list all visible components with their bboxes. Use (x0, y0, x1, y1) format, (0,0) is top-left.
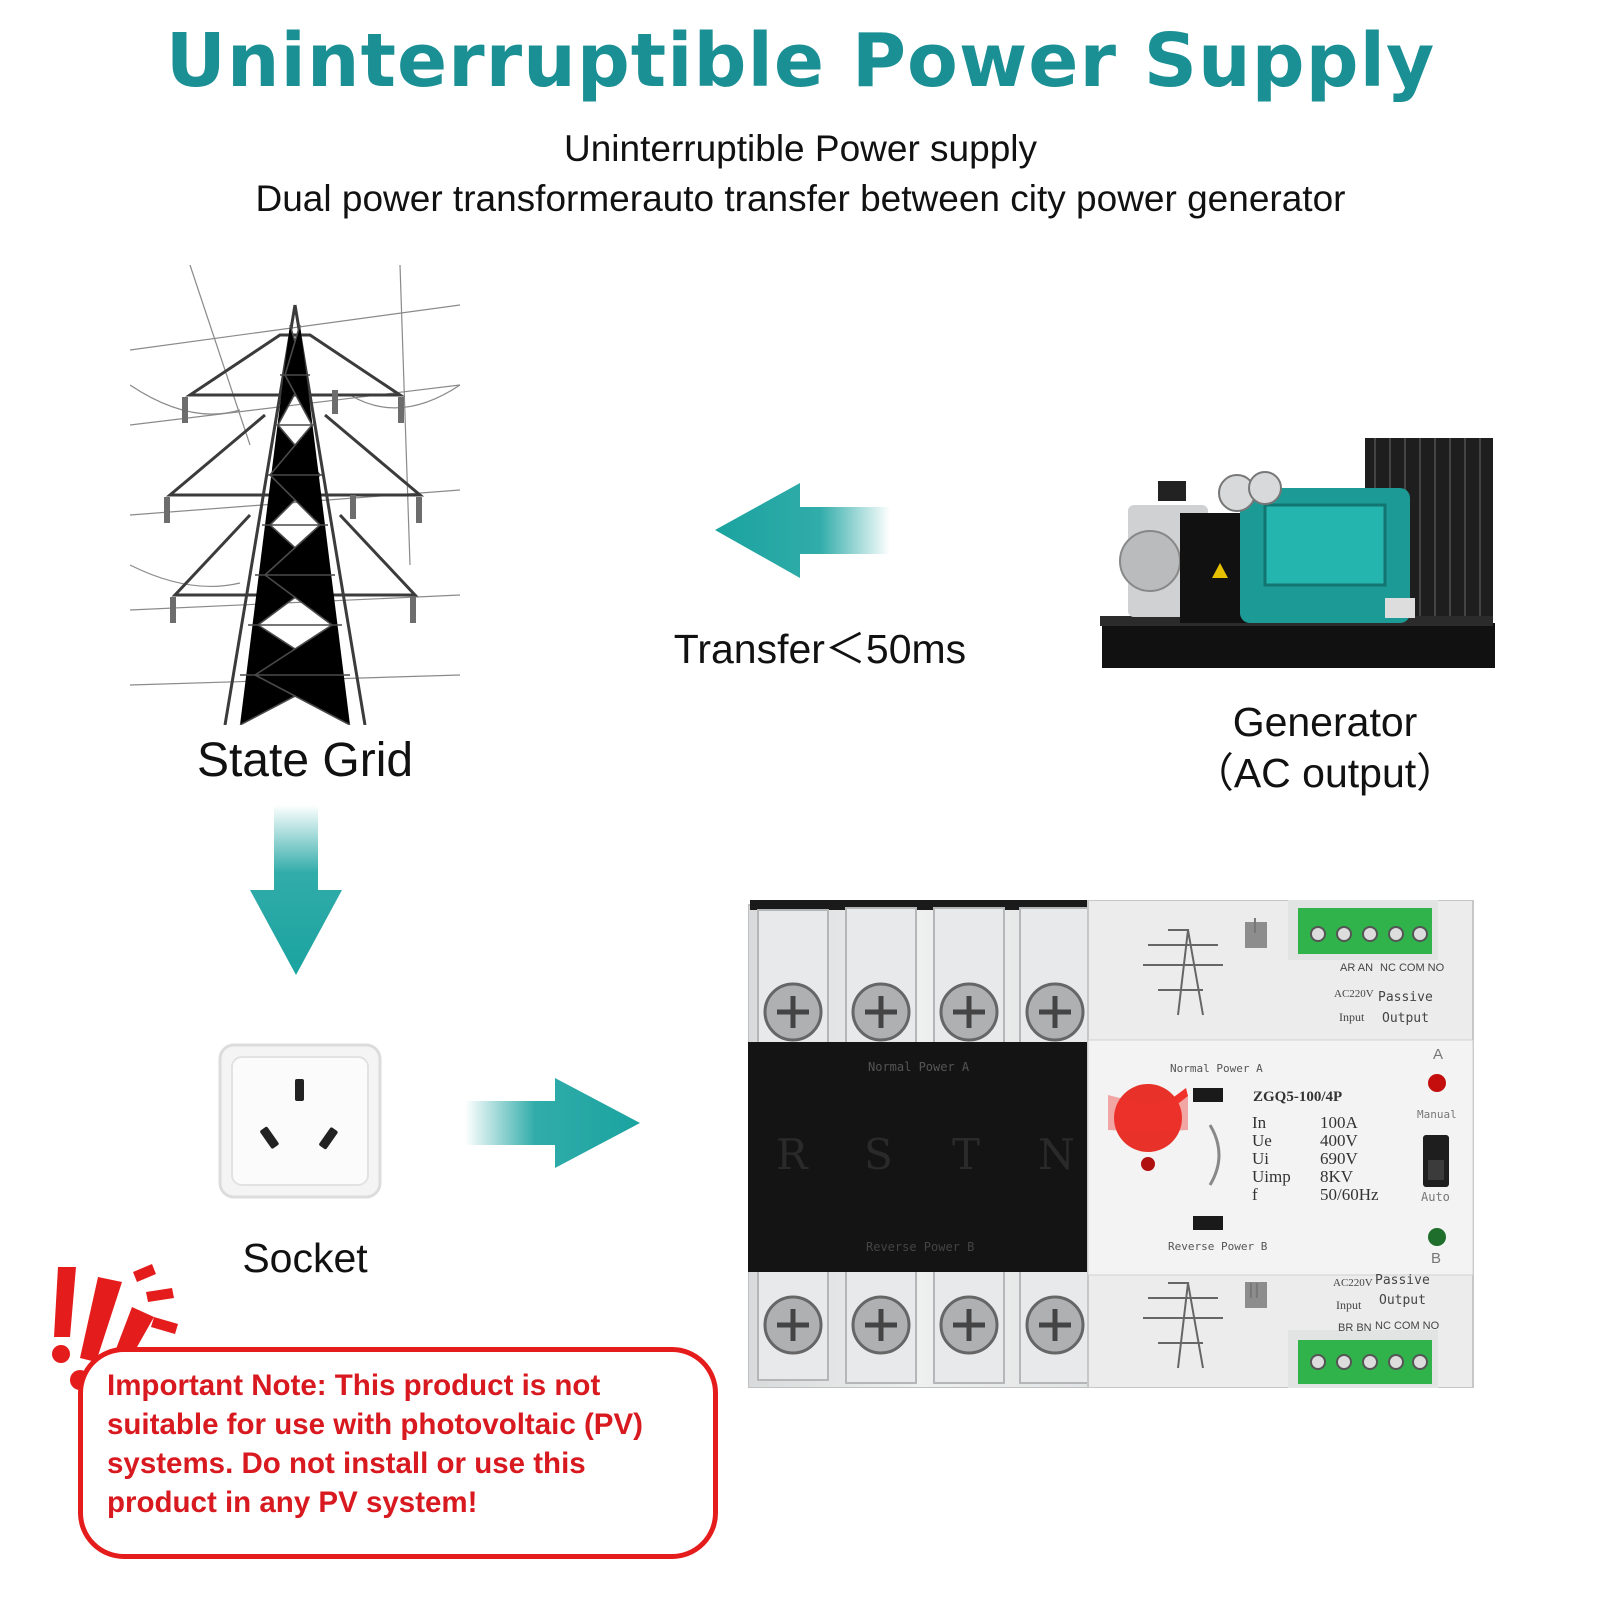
state-grid-label: State Grid (196, 734, 414, 787)
output-top: Output (1382, 1011, 1429, 1026)
socket-label: Socket (242, 1235, 368, 1281)
input-top: Input (1339, 1010, 1365, 1024)
passive-top: Passive (1378, 990, 1433, 1005)
bottom-pins-a: BR BN (1338, 1322, 1372, 1334)
ac-input-bottom: AC220V (1333, 1277, 1373, 1289)
top-pins-b: NC COM NO (1380, 962, 1445, 974)
spec-value-ui: 690V (1320, 1149, 1358, 1168)
normal-power-label: Normal Power A (1170, 1062, 1263, 1075)
arrow-left-icon (715, 483, 890, 578)
transfer-time-label: Transfer＜50ms (673, 626, 967, 672)
page-title: Uninterruptible Power Supply (165, 18, 1436, 104)
led-b-label: B (1431, 1250, 1442, 1267)
input-bottom: Input (1336, 1298, 1362, 1312)
spec-name-ui: Ui (1252, 1149, 1269, 1168)
output-bottom: Output (1379, 1293, 1426, 1308)
subtitle-line-1: Uninterruptible Power supply (563, 128, 1037, 169)
spec-name-ue: Ue (1252, 1131, 1272, 1150)
led-a-label: A (1433, 1046, 1444, 1063)
passive-bottom: Passive (1375, 1273, 1430, 1288)
bottom-pins-b: NC COM NO (1375, 1320, 1440, 1332)
top-pins-a: AR AN (1340, 962, 1374, 974)
model-number: ZGQ5-100/4P (1253, 1089, 1343, 1105)
arrow-down-icon (250, 805, 342, 975)
reverse-power-dark: Reverse Power B (866, 1240, 975, 1254)
normal-power-dark: Normal Power A (868, 1060, 970, 1074)
roman-two: II (1248, 1279, 1260, 1303)
phase-n: N (1038, 1130, 1075, 1179)
subtitle-line-2: Dual power transformerauto transfer betw… (255, 178, 1346, 219)
power-tower-icon (130, 265, 460, 725)
spec-name-in: In (1252, 1113, 1267, 1132)
spec-value-f: 50/60Hz (1320, 1185, 1379, 1204)
reverse-power-label: Reverse Power B (1168, 1240, 1268, 1253)
phase-r: R (776, 1130, 808, 1179)
spec-value-uimp: 8KV (1320, 1167, 1354, 1186)
transfer-switch-device (748, 900, 1474, 1388)
spec-value-in: 100A (1320, 1113, 1358, 1132)
arrow-right-icon (465, 1078, 640, 1168)
spec-name-uimp: Uimp (1252, 1167, 1291, 1186)
manual-label: Manual (1417, 1108, 1457, 1121)
ac-input-top: AC220V (1334, 988, 1374, 1000)
phase-s: S (864, 1130, 893, 1179)
generator-output-label: （AC output） (1192, 750, 1458, 796)
phase-t: T (952, 1130, 981, 1179)
important-note-box: Important Note: This product is not suit… (78, 1347, 718, 1559)
auto-label: Auto (1421, 1190, 1450, 1204)
spec-value-ue: 400V (1320, 1131, 1358, 1150)
socket-icon (218, 1043, 382, 1199)
generator-label: Generator (1232, 699, 1418, 745)
spec-name-f: f (1252, 1185, 1258, 1204)
roman-one: I (1252, 914, 1258, 938)
generator-icon (1100, 438, 1495, 668)
important-note-text: Important Note: This product is not suit… (107, 1369, 643, 1519)
